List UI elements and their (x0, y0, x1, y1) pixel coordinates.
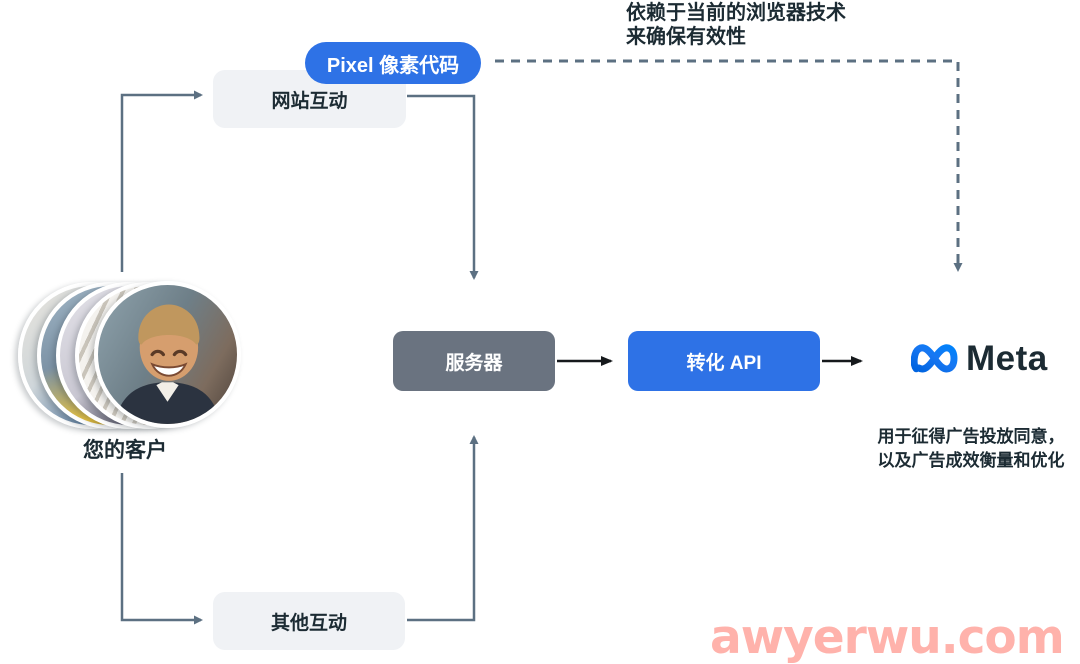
smiling-customer-illustration (114, 304, 221, 424)
meta-infinity-icon (911, 344, 958, 373)
server-node: 服务器 (393, 331, 555, 391)
connector-customer-to-other (120, 473, 203, 625)
conversions-api-node: 转化 API (628, 331, 820, 391)
customer-label: 您的客户 (83, 439, 167, 462)
connector-other-to-server (407, 435, 479, 622)
connector-customer-to-website (120, 90, 203, 272)
meta-usage-note-line1: 用于征得广告投放同意， (877, 427, 1065, 446)
browser-tech-note-line1: 依赖于当前的浏览器技术 (626, 2, 846, 24)
conversions-api-label: 转化 API (686, 352, 762, 374)
meta-wordmark: Meta (966, 339, 1048, 378)
pixel-code-pill: Pixel 像素代码 (305, 42, 481, 84)
pixel-code-label: Pixel 像素代码 (326, 54, 460, 77)
browser-tech-note-line2: 来确保有效性 (626, 25, 746, 48)
website-interaction-label: 网站互动 (271, 90, 348, 112)
meta-usage-note-line2: 以及广告成效衡量和优化 (877, 451, 1065, 470)
server-label: 服务器 (445, 352, 503, 374)
other-interaction-label: 其他互动 (270, 612, 347, 634)
customer-photo-front (94, 281, 241, 428)
other-interaction-node: 其他互动 (213, 592, 405, 650)
connector-website-to-server (407, 94, 479, 280)
dashed-connector-pixel-to-meta (495, 59, 963, 272)
browser-tech-note: 依赖于当前的浏览器技术 来确保有效性 (626, 2, 846, 49)
meta-usage-note: 用于征得广告投放同意， 以及广告成效衡量和优化 (858, 425, 1080, 473)
site-watermark: awyerwu.com (710, 610, 1065, 664)
meta-logo: Meta (911, 337, 1080, 381)
